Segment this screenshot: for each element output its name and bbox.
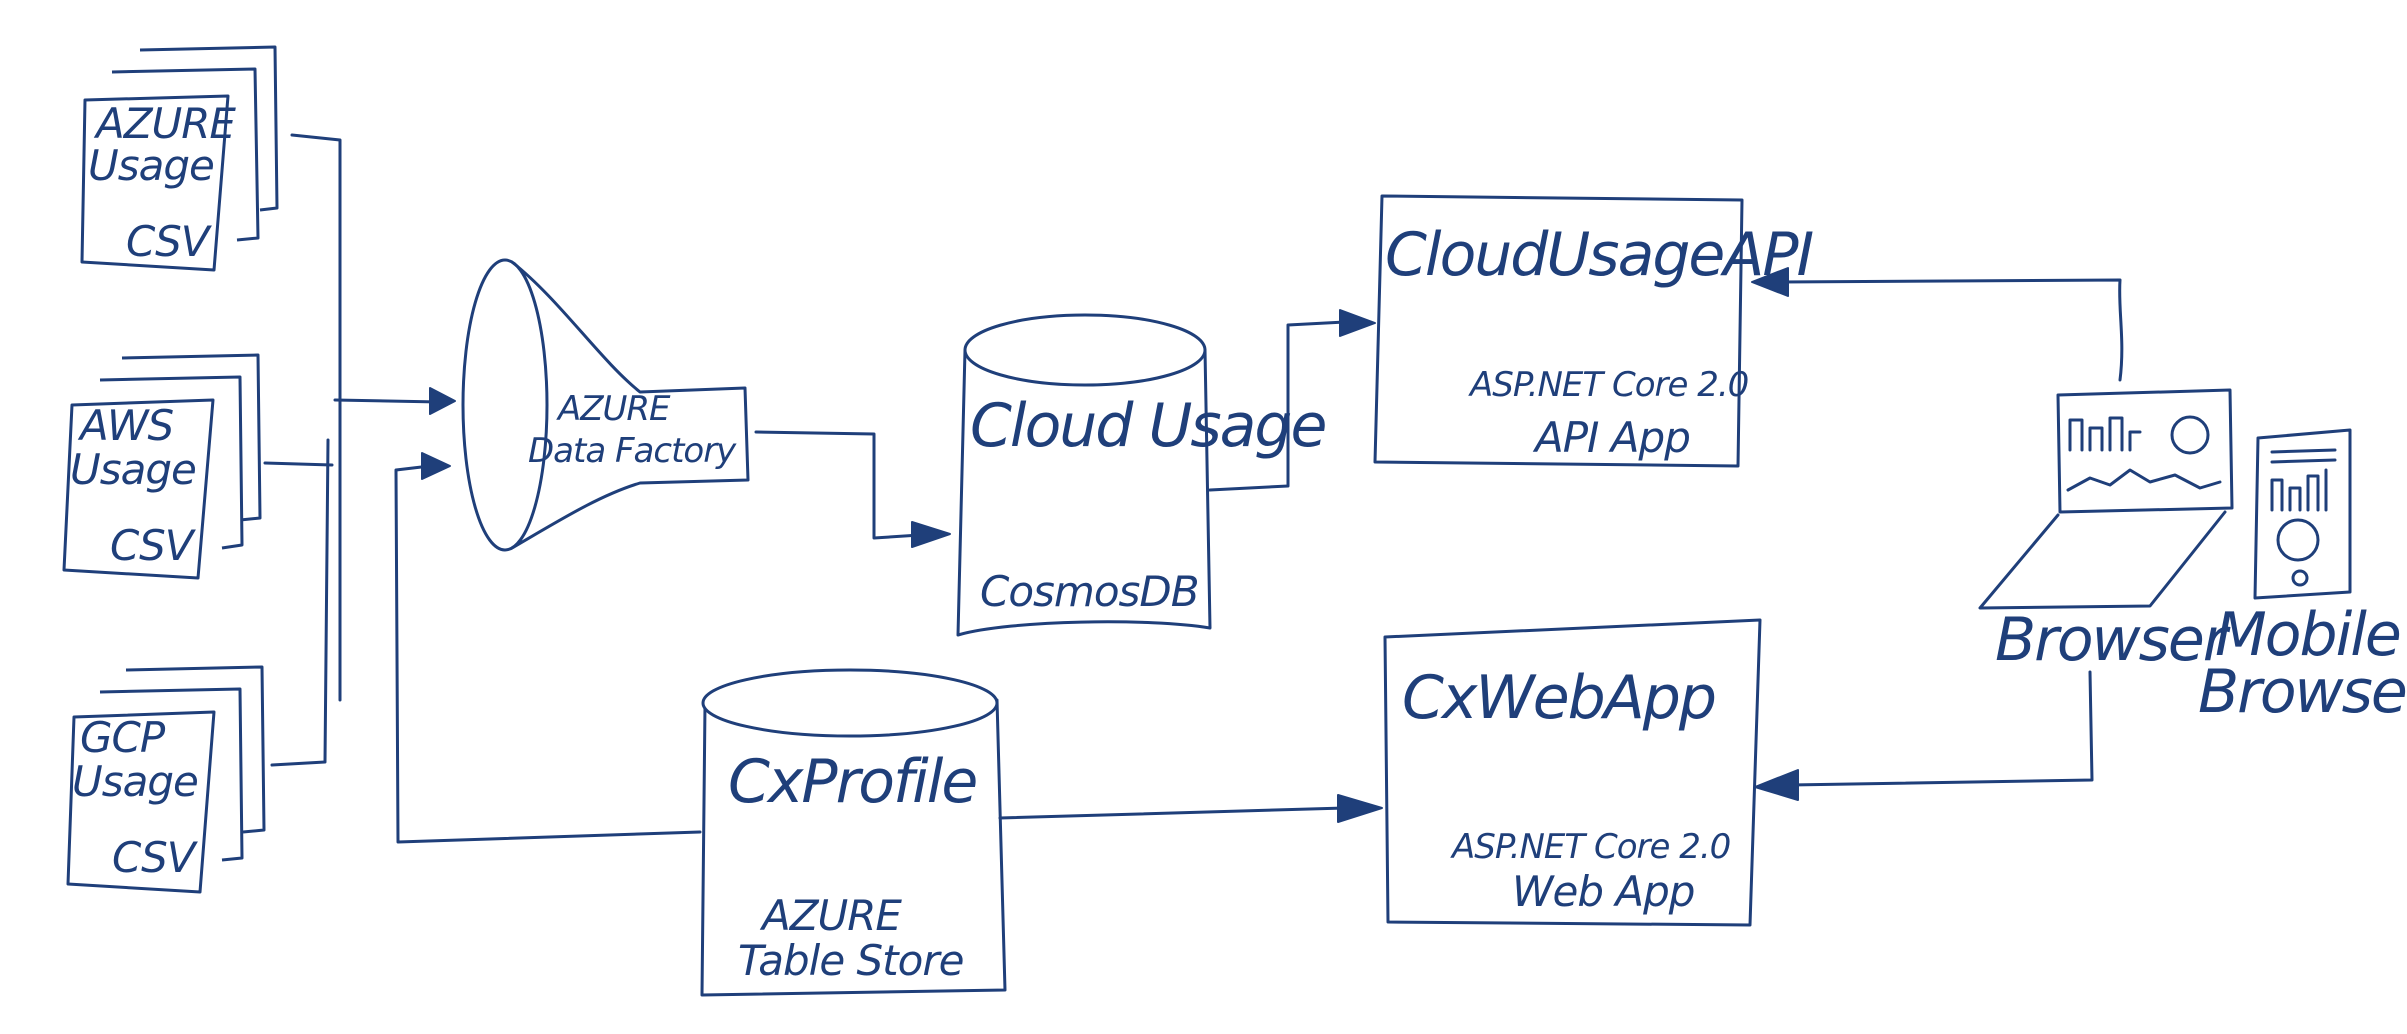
azure-usage-csv-stack: AZURE Usage CSV [80,45,279,272]
phone-screen-bar-chart [2270,468,2328,512]
cx-web-app: CxWebApp ASP.NET Core 2.0 Web App [1383,618,1762,927]
cosmosdb-subtitle: CosmosDB [980,567,1199,616]
phone-screen-pie-chart [2276,518,2320,562]
cloud-usage-api-app: CloudUsageAPI ASP.NET Core 2.0 API App [1373,194,1816,468]
factory-to-cosmos-connector [754,430,951,548]
browser-to-webapp-connector [1754,670,2094,801]
aws-usage-csv-stack: AWS Usage CSV [62,353,262,580]
browser-label: Browser [1995,605,2231,675]
aws-source-label-1: AWS [77,401,174,450]
tablestore-to-webapp-arrowhead [1337,794,1383,823]
tablestore-to-factory-arrowhead [421,452,451,480]
data-factory-label-2: Data Factory [528,431,737,471]
browser-to-api-connector [1751,267,2124,382]
laptop-screen [2056,388,2234,514]
browser-to-webapp-line [1788,670,2094,787]
factory-to-cosmos-arrowhead [911,521,951,548]
tablestore-title: CxProfile [728,747,976,817]
aws-source-label-2: Usage [70,445,196,494]
web-app-type: Web App [1512,867,1694,916]
gcp-source-label-1: GCP [80,713,166,762]
web-app-tech: ASP.NET Core 2.0 [1450,827,1730,867]
tablestore-to-factory-line [394,464,702,844]
laptop-keyboard-base [1978,510,2227,610]
azure-data-factory: AZURE Data Factory [461,258,750,552]
cosmosdb-cylinder-top [963,313,1207,387]
gcp-doc-sheet-front [66,710,216,894]
cloud-usage-cosmosdb: Cloud Usage CosmosDB [956,313,1327,637]
mobile-label-2: Browser [2198,657,2407,727]
data-factory-funnel-mouth [461,258,549,552]
data-factory-label-1: AZURE [556,389,671,429]
azure-source-label-1: AZURE [93,99,236,148]
browser-to-webapp-arrowhead [1754,769,1799,801]
tablestore-sub-1: AZURE [759,891,902,940]
aws-source-format: CSV [110,521,197,570]
gcp-source-label-2: Usage [72,757,198,806]
azure-source-format: CSV [126,217,213,266]
phone-screen-lines [2270,448,2337,464]
tablestore-cylinder-top [701,668,999,738]
web-app-title: CxWebApp [1402,663,1715,733]
cosmos-to-api-connector [1208,309,1376,492]
aws-connector-line [263,461,334,467]
azure-connector-line [290,133,342,702]
laptop-screen-line-chart [2066,468,2222,492]
cx-profile-table-store: CxProfile AZURE Table Store [700,668,1007,997]
gcp-source-format: CSV [112,833,199,882]
mobile-browser-client: Mobile Browser [2198,428,2407,727]
laptop-screen-pie-chart [2170,415,2210,455]
azure-doc-sheet-front [80,94,230,272]
cosmosdb-cylinder-body [956,348,1212,637]
sources-to-factory-arrowhead [429,387,456,415]
web-app-box [1383,618,1762,927]
data-factory-funnel-body [510,260,750,550]
browser-client: Browser [1978,388,2234,675]
source-connectors [263,133,456,767]
browser-to-api-line [1778,278,2124,382]
cosmosdb-title: Cloud Usage [970,391,1325,461]
tablestore-to-webapp-connector [998,794,1383,823]
api-app-tech: ASP.NET Core 2.0 [1468,365,1748,405]
phone-home-button [2291,569,2309,587]
tablestore-sub-2: Table Store [738,936,963,985]
browser-to-api-arrowhead [1751,267,1789,297]
cosmos-to-api-line [1208,320,1347,492]
azure-source-label-2: Usage [88,141,214,190]
gcp-connector-line [270,438,330,767]
tablestore-to-webapp-line [998,806,1347,820]
api-app-title: CloudUsageAPI [1385,220,1814,290]
mobile-label-1: Mobile [2215,600,2400,670]
tablestore-to-factory-connector [394,452,702,844]
api-app-type: API App [1532,413,1690,462]
laptop-screen-bar-chart [2068,416,2142,452]
cosmos-to-api-arrowhead [1339,309,1376,337]
aws-doc-sheet-front [62,398,215,580]
sources-to-factory-line [333,398,442,404]
factory-to-cosmos-line [754,430,922,540]
gcp-usage-csv-stack: GCP Usage CSV [66,665,266,894]
api-app-box [1373,194,1744,468]
